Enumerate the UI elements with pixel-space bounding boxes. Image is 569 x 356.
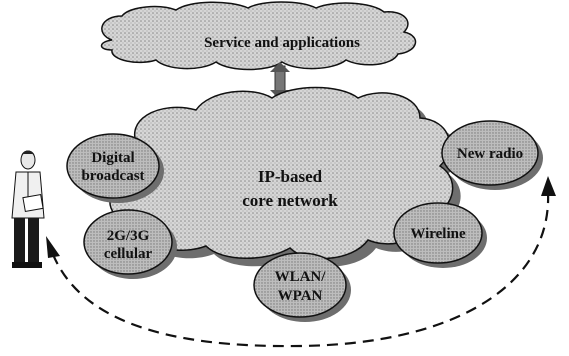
cellular-label-line2: cellular xyxy=(104,246,153,262)
new-radio-node: New radio xyxy=(441,120,543,190)
wireline-node: Wireline xyxy=(393,202,487,268)
core-network-cloud: IP-based core network xyxy=(107,86,454,260)
cellular-node: 2G/3G cellular xyxy=(83,209,177,279)
new-radio-label: New radio xyxy=(457,146,523,162)
roaming-arrow xyxy=(50,191,550,348)
mobile-user-figure xyxy=(11,150,45,268)
service-cloud-label: Service and applications xyxy=(204,35,360,51)
wireline-label: Wireline xyxy=(410,226,466,242)
roaming-arrowhead-right xyxy=(541,176,556,196)
wlan-node: WLAN/ WPAN xyxy=(253,252,351,322)
core-network-label-line1: IP-based xyxy=(258,167,323,186)
service-cloud: Service and applications xyxy=(100,1,417,71)
wlan-label-line1: WLAN/ xyxy=(275,269,327,285)
digital-broadcast-node: Digital broadcast xyxy=(66,133,164,203)
core-network-label-line2: core network xyxy=(242,191,338,210)
cellular-label-line1: 2G/3G xyxy=(107,228,150,244)
digital-broadcast-label-line2: broadcast xyxy=(81,168,144,184)
roaming-arrowhead-left xyxy=(46,236,60,258)
wlan-label-line2: WPAN xyxy=(278,288,323,304)
digital-broadcast-label-line1: Digital xyxy=(91,150,134,166)
